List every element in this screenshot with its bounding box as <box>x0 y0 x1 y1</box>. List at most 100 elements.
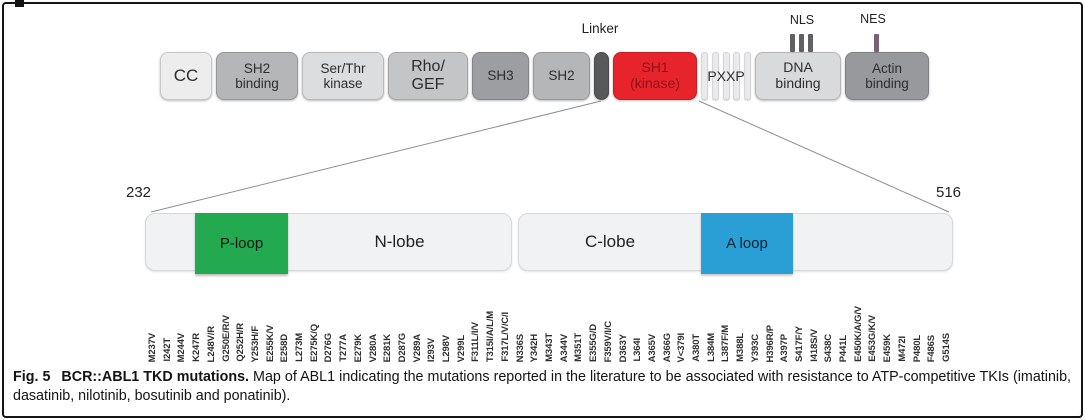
c-lobe-label: C-lobe <box>584 232 636 251</box>
mutation-label: G250E/R/V <box>220 315 232 362</box>
mutation-label: I242T <box>161 338 173 362</box>
mutation-label: A380T <box>691 334 703 362</box>
mutation-label: L387F/M <box>720 325 732 362</box>
mutation-label: E281K <box>382 333 394 362</box>
mutation-label: T315I/A/L/M <box>485 310 497 362</box>
nls-ticks <box>790 34 813 52</box>
mutation-label: P441L <box>838 334 850 362</box>
pxxp-stripe <box>701 52 708 100</box>
mutation-label: A366G <box>661 332 673 362</box>
nes-tick <box>874 34 879 52</box>
pxxp-stripe <box>722 52 730 100</box>
mutation-label: N336S <box>514 333 526 362</box>
domain-sh2-binding: SH2 binding <box>216 52 298 100</box>
caption-title: BCR::ABL1 TKD mutations. <box>61 369 250 385</box>
kinase-n-lobe-box: P-loop N-lobe <box>145 213 512 274</box>
caption-fig-label: Fig. 5 <box>13 369 51 385</box>
domain-label: SH3 <box>487 68 514 84</box>
mutation-label: E255K/V <box>264 325 276 362</box>
figure-caption: Fig. 5 BCR::ABL1 TKD mutations.Map of ABL… <box>13 368 1071 406</box>
mutation-label: M244V <box>176 332 188 362</box>
mutation-label: M343T <box>543 333 555 362</box>
mutation-label: E258D <box>279 333 291 362</box>
abl1-domain-row: CC SH2 binding Ser/Thr kinase Rho/ GEF SH3 SH… <box>160 52 929 100</box>
mutation-label: L248V/R <box>205 325 217 362</box>
mutation-label: E355G/D <box>588 323 600 362</box>
scan-artifact <box>15 0 24 7</box>
domain-label: DNA binding <box>775 59 821 91</box>
mutation-label: F311L/I/V <box>470 322 482 362</box>
nls-tick <box>790 34 795 52</box>
mutation-label: V280A <box>367 333 379 362</box>
domain-cc: CC <box>160 52 212 100</box>
mutation-label: E279K <box>352 333 364 362</box>
domain-label: PXXP <box>707 68 745 84</box>
mutation-label: P480L <box>911 334 923 362</box>
mutation-label: I293V <box>426 337 438 362</box>
mutation-label: T277A <box>338 334 350 362</box>
mutation-label: D363Y <box>617 333 629 362</box>
kinase-end-residue: 516 <box>936 184 962 201</box>
domain-rho-gef: Rho/ GEF <box>388 52 468 100</box>
mutation-label: E453G/K/V <box>867 315 879 362</box>
mutation-label: Y253H/F <box>249 325 261 362</box>
domain-ser-thr-kinase: Ser/Thr kinase <box>302 52 384 100</box>
mutation-label: M472I <box>896 336 908 362</box>
domain-sh1-kinase: SH1 (kinase) <box>613 52 697 100</box>
nls-tick <box>799 34 804 52</box>
mutation-label: L273M <box>294 333 306 362</box>
domain-label: Rho/ GEF <box>411 58 445 93</box>
domain-label: SH2 <box>548 68 575 84</box>
mutation-label: A397P <box>779 333 791 362</box>
mutation-label: V<379I <box>676 332 688 362</box>
nls-tick <box>808 34 813 52</box>
mutation-label: Y393C <box>749 333 761 362</box>
nls-label: NLS <box>789 13 815 27</box>
mutation-label: A344V <box>558 333 570 362</box>
mutation-label: D276G <box>323 332 335 362</box>
domain-actin-binding: Actin binding <box>845 52 929 100</box>
n-lobe-label: N-lobe <box>374 232 425 251</box>
linker-label: Linker <box>581 21 619 36</box>
mutation-label: D287G <box>396 332 408 362</box>
mutation-label: Q252H/R <box>235 323 247 362</box>
mutation-label: F486S <box>926 334 938 362</box>
mutation-label: E459K <box>882 333 894 362</box>
nes-label: NES <box>860 12 886 26</box>
mutation-label: F317L/V/C/I <box>499 312 511 362</box>
domain-label: Ser/Thr kinase <box>320 60 366 91</box>
domain-sh2: SH2 <box>533 52 590 100</box>
mutation-label: V289A <box>411 333 423 362</box>
kinase-c-lobe-box: C-lobe A loop <box>518 213 953 274</box>
domain-label: SH1 (kinase) <box>630 59 680 91</box>
mutation-label: V299L <box>455 334 467 362</box>
domain-pxxp: PXXP <box>701 52 751 100</box>
kinase-start-residue: 232 <box>126 184 152 201</box>
domain-linker-segment <box>594 52 609 100</box>
a-loop-segment: A loop <box>701 213 793 274</box>
mutation-label: M388L <box>735 333 747 362</box>
mutation-label: E450K/A/G/V <box>852 306 864 362</box>
mutation-label: K247R <box>191 333 203 362</box>
domain-label: Actin binding <box>865 60 909 91</box>
mutation-label: L384M <box>705 333 717 362</box>
mutation-label: G514S <box>940 333 952 362</box>
mutation-label: L364I <box>632 338 644 362</box>
mutation-label: H396R/P <box>764 324 776 363</box>
mutation-label: I418S/V <box>808 329 820 362</box>
mutation-label: M351T <box>573 333 585 362</box>
pxxp-stripe <box>744 52 751 100</box>
domain-dna-binding: DNA binding <box>755 52 841 100</box>
mutation-label: Y342H <box>529 333 541 362</box>
pxxp-stripe <box>711 52 719 100</box>
domain-label: CC <box>173 66 199 86</box>
caption-body: Map of ABL1 indicating the mutations rep… <box>13 369 1071 404</box>
mutation-label: S438C <box>823 333 835 362</box>
mutation-label: L298V <box>441 334 453 362</box>
mutation-label: M237V <box>147 332 158 362</box>
mutation-label: A365V <box>646 333 658 362</box>
domain-label: SH2 binding <box>235 60 279 91</box>
mutation-label: S417F/Y <box>793 326 805 362</box>
